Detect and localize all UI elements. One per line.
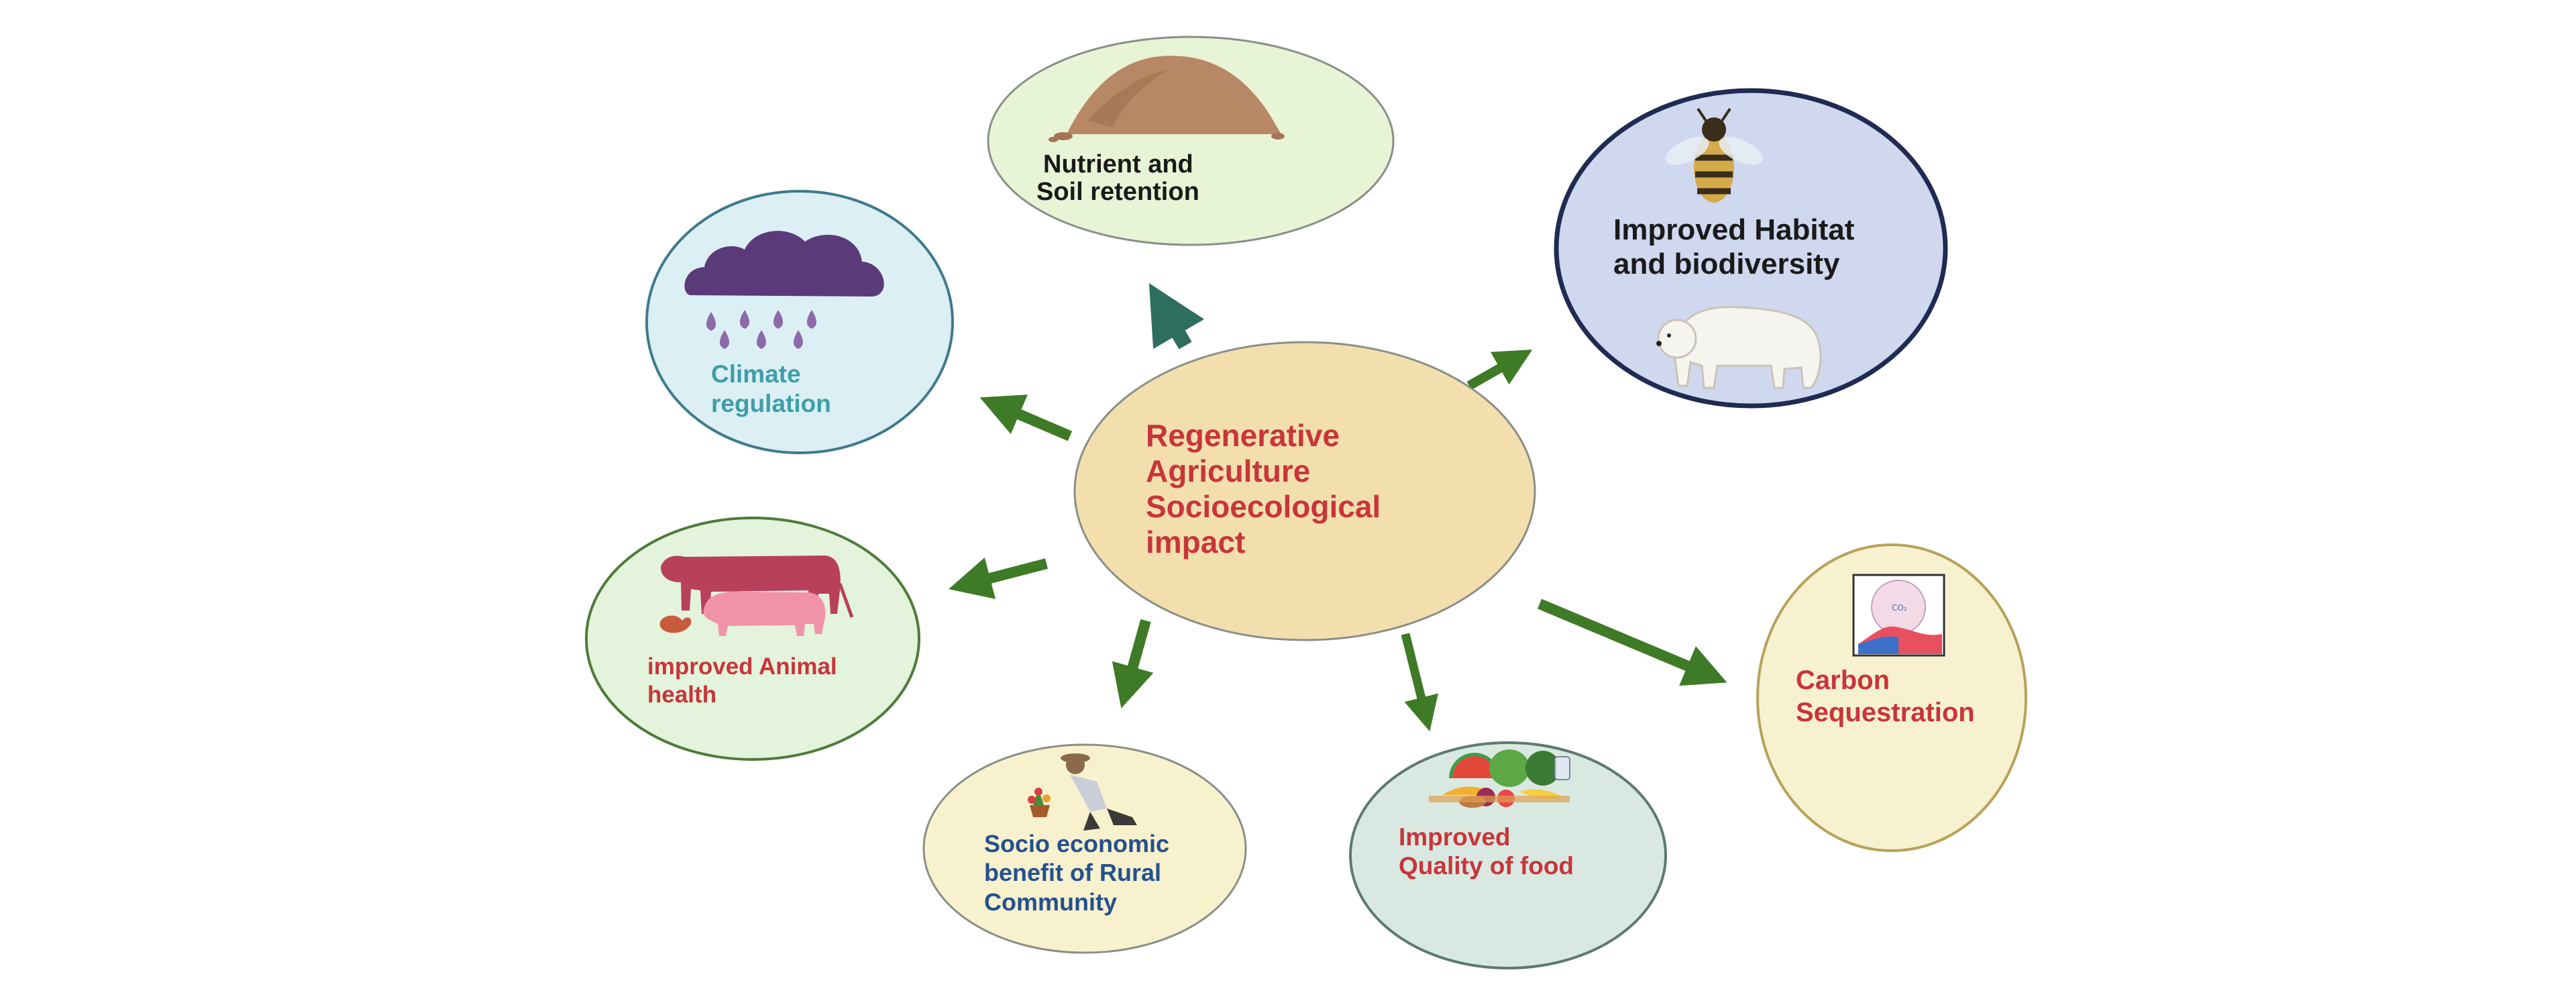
center-node: Regenerative Agriculture Socioecological… <box>1073 341 1536 641</box>
rain-cloud-icon <box>684 231 884 349</box>
node-carbon: CO₂ Carbon Sequestration <box>1756 543 2027 852</box>
node-label-line: health <box>647 682 716 708</box>
arrow-to-carbon <box>1537 598 1727 686</box>
node-food: Improved Quality of food <box>1349 741 1667 969</box>
node-label-line: Improved Habitat <box>1613 213 1855 246</box>
svg-text:Nutrient and Soil retent: Nutrient and Soil retention <box>1036 150 1200 206</box>
svg-text:Socio economic benefit o: Socio economic benefit of Rural Communit… <box>984 830 1176 916</box>
node-label-line: improved Animal <box>647 653 837 680</box>
soil-pile-icon <box>1049 56 1285 142</box>
farmer-icon <box>1028 753 1137 831</box>
node-nutrient-soil: Nutrient and Soil retention <box>987 36 1395 246</box>
arrow-to-animal <box>949 557 1049 599</box>
svg-text:improved Animal health: improved Animal health <box>647 653 843 708</box>
bee-icon <box>1665 107 1763 203</box>
svg-text:Climate regulation: Climate regulation <box>711 360 831 417</box>
node-label-line: benefit of Rural <box>984 859 1161 886</box>
arrow-to-climate <box>979 394 1073 441</box>
node-label-line: Climate <box>711 360 801 388</box>
arrow-to-socio <box>1112 619 1154 708</box>
center-label-line: Socioecological <box>1146 489 1381 524</box>
node-label-line: Sequestration <box>1796 698 1975 727</box>
livestock-icon <box>659 556 854 636</box>
node-label-line: Carbon <box>1796 666 1890 695</box>
node-label-line: Community <box>984 888 1117 916</box>
arrow-to-habitat <box>1466 350 1533 390</box>
node-animal: improved Animal health <box>585 517 920 761</box>
node-label-line: Quality of food <box>1399 852 1574 880</box>
svg-text:Carbon Sequestration: Carbon Sequestration <box>1796 666 1975 727</box>
carbon-cycle-icon: CO₂ <box>1852 574 1945 657</box>
node-label-line: Socio economic <box>984 830 1169 857</box>
arrow-to-food <box>1401 633 1438 732</box>
node-label-line: Improved <box>1399 823 1511 851</box>
svg-text:Regenerative Agriculture: Regenerative Agriculture Socioecological… <box>1146 418 1389 560</box>
node-label-line: Soil retention <box>1036 178 1199 206</box>
arrow-to-nutrient-soil <box>1148 282 1205 350</box>
food-icon <box>1429 749 1570 808</box>
polar-bear-icon <box>1656 306 1822 389</box>
node-label-line: regulation <box>711 390 831 417</box>
center-label-line: Regenerative <box>1146 418 1340 453</box>
node-habitat: Improved Habitat and biodiversity <box>1554 88 1948 409</box>
center-label-line: Agriculture <box>1146 454 1310 488</box>
node-climate: Climate regulation <box>645 190 954 454</box>
svg-text:CO₂: CO₂ <box>1892 603 1907 613</box>
center-label-line: impact <box>1146 525 1245 560</box>
svg-text:Improved Quality of food: Improved Quality of food <box>1399 823 1574 880</box>
node-label-line: and biodiversity <box>1613 248 1840 280</box>
svg-text:Improved Habitat and bio: Improved Habitat and biodiversity <box>1613 213 1863 280</box>
node-socio: Socio economic benefit of Rural Communit… <box>922 743 1247 954</box>
node-label-line: Nutrient and <box>1043 150 1193 178</box>
arrows <box>949 282 1727 732</box>
